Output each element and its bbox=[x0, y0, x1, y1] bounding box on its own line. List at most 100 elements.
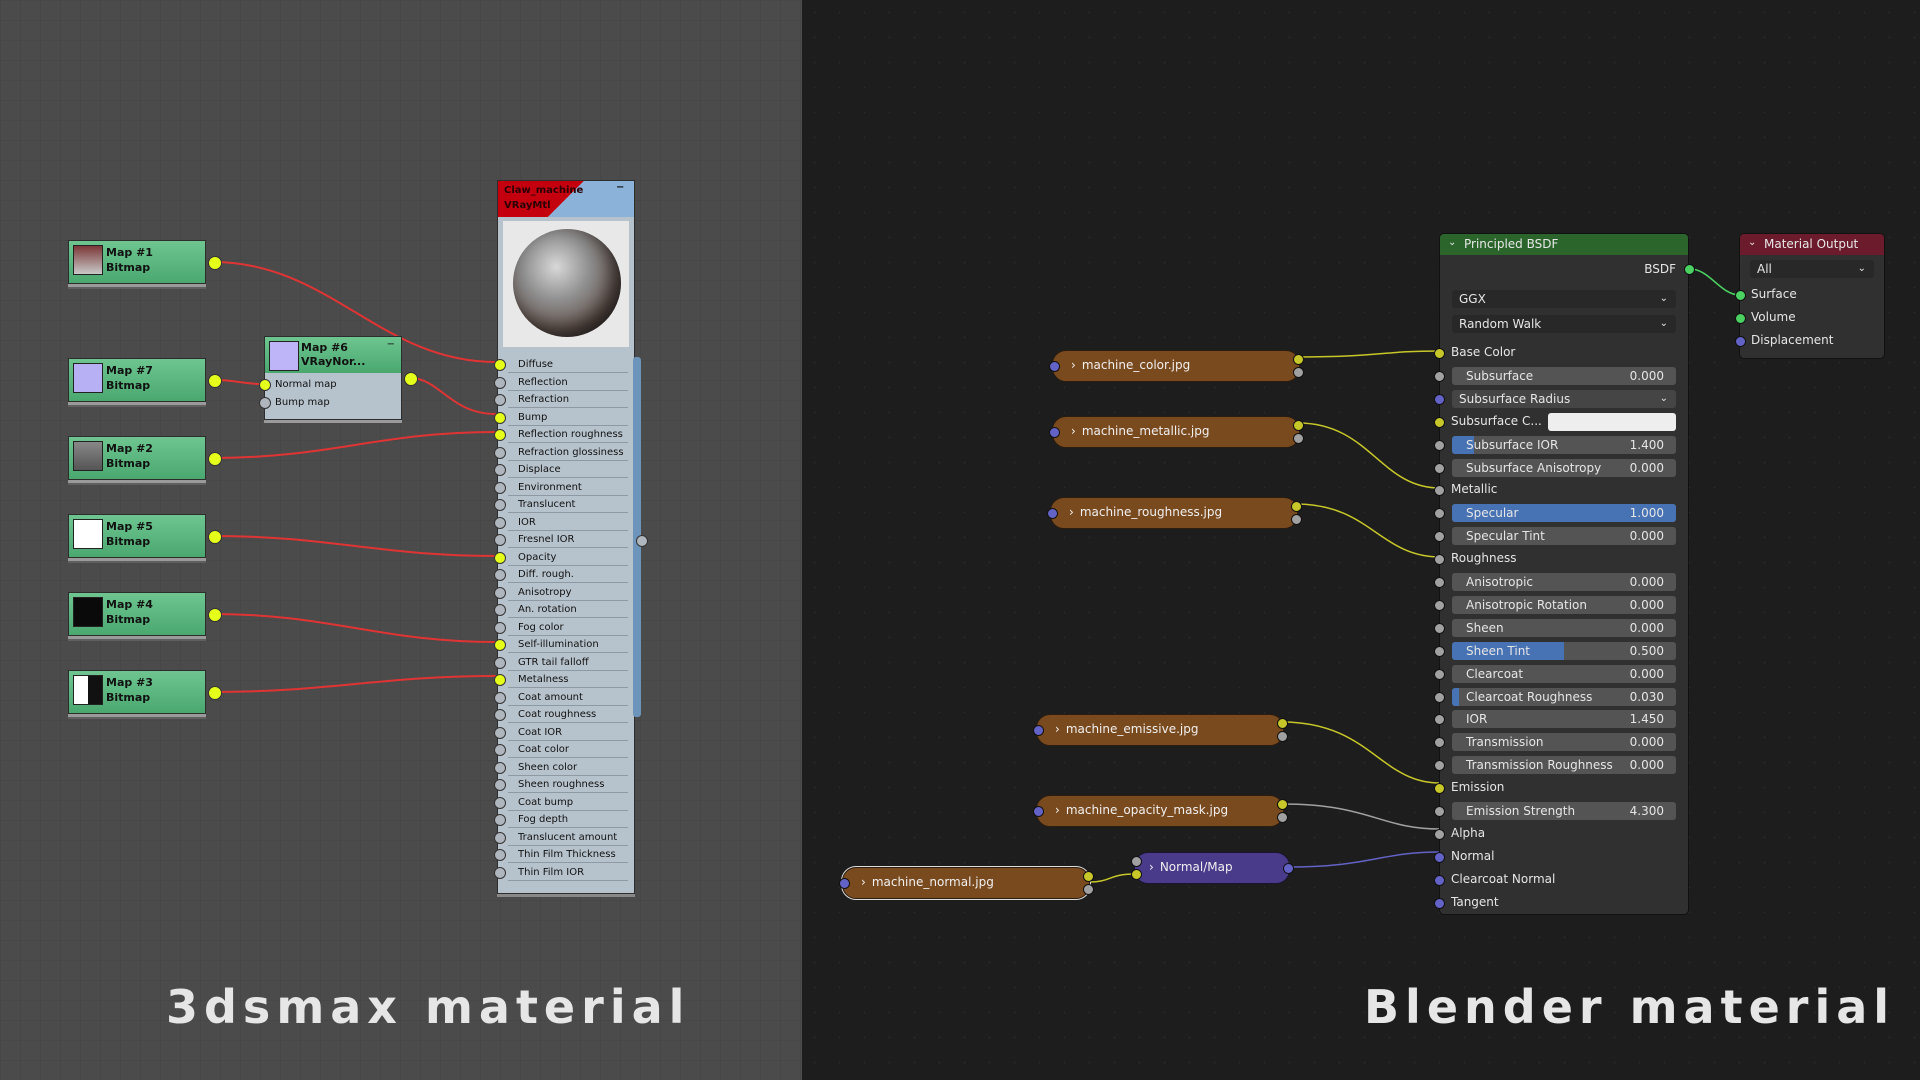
input-socket[interactable] bbox=[1434, 645, 1445, 657]
alpha-output-socket[interactable] bbox=[1293, 367, 1304, 378]
output-socket[interactable] bbox=[208, 452, 222, 466]
slot-socket[interactable] bbox=[494, 674, 506, 686]
output-socket[interactable] bbox=[208, 530, 222, 544]
material-slot[interactable]: GTR tail falloff bbox=[494, 655, 628, 671]
chevron-down-icon[interactable]: ⌄ bbox=[1448, 237, 1457, 248]
material-slot[interactable]: Self-illumination bbox=[494, 637, 628, 653]
slot-socket[interactable] bbox=[494, 464, 506, 476]
color-output-socket[interactable] bbox=[1277, 718, 1288, 729]
max-map-node-4[interactable]: Map #4 Bitmap bbox=[68, 592, 222, 636]
image-node-metallic[interactable]: machine_metallic.jpg bbox=[1049, 416, 1304, 448]
slot-socket[interactable] bbox=[494, 569, 506, 581]
alpha-output-socket[interactable] bbox=[1277, 731, 1288, 742]
material-slot[interactable]: Fog depth bbox=[494, 812, 628, 828]
slot-socket[interactable] bbox=[494, 376, 506, 389]
input-socket[interactable] bbox=[1434, 783, 1445, 795]
displacement-socket[interactable] bbox=[1735, 336, 1746, 347]
material-slot[interactable]: Coat bump bbox=[494, 795, 628, 811]
image-node-color[interactable]: machine_color.jpg bbox=[1049, 350, 1304, 382]
input-socket[interactable] bbox=[1434, 668, 1445, 680]
material-slot[interactable]: Sheen color bbox=[494, 760, 628, 776]
slot-socket[interactable] bbox=[494, 586, 506, 599]
target-dropdown[interactable]: All ⌄ bbox=[1750, 260, 1874, 278]
normal-map-node[interactable]: Normal/Map bbox=[1131, 852, 1294, 884]
input-socket[interactable] bbox=[1434, 416, 1445, 428]
material-slot[interactable]: Coat color bbox=[494, 742, 628, 758]
subsurface-color-swatch[interactable] bbox=[1548, 412, 1676, 431]
max-map-node-2[interactable]: Map #2 Bitmap bbox=[68, 436, 222, 480]
material-slot[interactable]: Anisotropy bbox=[494, 585, 628, 601]
color-output-socket[interactable] bbox=[1083, 871, 1094, 882]
max-map-node-3[interactable]: Map #3 Bitmap bbox=[68, 670, 222, 714]
slot-socket[interactable] bbox=[494, 499, 506, 511]
material-slot[interactable]: Coat roughness bbox=[494, 707, 628, 723]
image-node-normal[interactable]: machine_normal.jpg bbox=[839, 867, 1094, 899]
input-socket[interactable] bbox=[1434, 370, 1445, 382]
material-slot[interactable]: Diff. rough. bbox=[494, 567, 628, 583]
vector-input-socket[interactable] bbox=[1033, 806, 1044, 817]
material-slot[interactable]: Coat IOR bbox=[494, 725, 628, 741]
normal-output-socket[interactable] bbox=[1283, 863, 1294, 874]
vector-input-socket[interactable] bbox=[1049, 427, 1060, 438]
color-output-socket[interactable] bbox=[1293, 354, 1304, 365]
material-slot[interactable]: Coat amount bbox=[494, 690, 628, 706]
max-map-node-7[interactable]: Map #7 Bitmap bbox=[68, 358, 222, 402]
output-socket[interactable] bbox=[208, 374, 222, 388]
slot-socket[interactable] bbox=[494, 761, 506, 774]
vector-input-socket[interactable] bbox=[1049, 361, 1060, 372]
vector-input-socket[interactable] bbox=[1033, 725, 1044, 736]
collapse-icon[interactable]: − bbox=[616, 182, 625, 193]
normal-map-socket[interactable] bbox=[259, 379, 271, 391]
slot-socket[interactable] bbox=[494, 394, 506, 406]
input-socket[interactable] bbox=[1434, 897, 1445, 909]
material-slot[interactable]: Displace bbox=[494, 462, 628, 478]
slot-socket[interactable] bbox=[494, 691, 506, 704]
input-socket[interactable] bbox=[1434, 508, 1445, 520]
input-socket[interactable] bbox=[1434, 531, 1445, 543]
max-map-node-1[interactable]: Map #1 Bitmap bbox=[68, 240, 222, 284]
material-slot[interactable]: Diffuse bbox=[494, 357, 628, 373]
slot-socket[interactable] bbox=[494, 831, 506, 844]
output-socket[interactable] bbox=[208, 608, 222, 622]
slot-socket[interactable] bbox=[494, 656, 506, 669]
alpha-output-socket[interactable] bbox=[1291, 514, 1302, 525]
output-socket[interactable] bbox=[404, 372, 418, 386]
input-socket[interactable] bbox=[1434, 874, 1445, 886]
input-socket[interactable] bbox=[1434, 599, 1445, 611]
material-slot[interactable]: Sheen roughness bbox=[494, 777, 628, 793]
slot-socket[interactable] bbox=[494, 866, 506, 879]
slot-socket[interactable] bbox=[494, 779, 506, 791]
material-slot[interactable]: Opacity bbox=[494, 550, 628, 566]
slot-socket[interactable] bbox=[494, 849, 506, 861]
input-socket[interactable] bbox=[1434, 554, 1445, 566]
image-node-emissive[interactable]: machine_emissive.jpg bbox=[1033, 714, 1288, 746]
volume-socket[interactable] bbox=[1735, 313, 1746, 324]
chevron-down-icon[interactable]: ⌄ bbox=[1748, 237, 1757, 248]
input-socket[interactable] bbox=[1434, 828, 1445, 840]
input-socket[interactable] bbox=[1434, 806, 1445, 817]
material-slot[interactable]: Environment bbox=[494, 480, 628, 496]
collapse-icon[interactable]: − bbox=[386, 339, 395, 350]
input-socket[interactable] bbox=[1434, 851, 1445, 863]
material-slot[interactable]: Reflection roughness bbox=[494, 427, 628, 443]
input-socket[interactable] bbox=[1434, 348, 1445, 359]
slot-socket[interactable] bbox=[494, 446, 506, 459]
subsurface-method-dropdown[interactable]: Random Walk ⌄ bbox=[1452, 315, 1676, 333]
strength-input-socket[interactable] bbox=[1131, 856, 1142, 867]
color-output-socket[interactable] bbox=[1291, 501, 1302, 512]
material-slot[interactable]: Thin Film IOR bbox=[494, 865, 628, 881]
input-socket[interactable] bbox=[1434, 577, 1445, 588]
slot-socket[interactable] bbox=[494, 429, 506, 441]
image-node-opacity[interactable]: machine_opacity_mask.jpg bbox=[1033, 795, 1288, 827]
slot-socket[interactable] bbox=[494, 411, 506, 424]
